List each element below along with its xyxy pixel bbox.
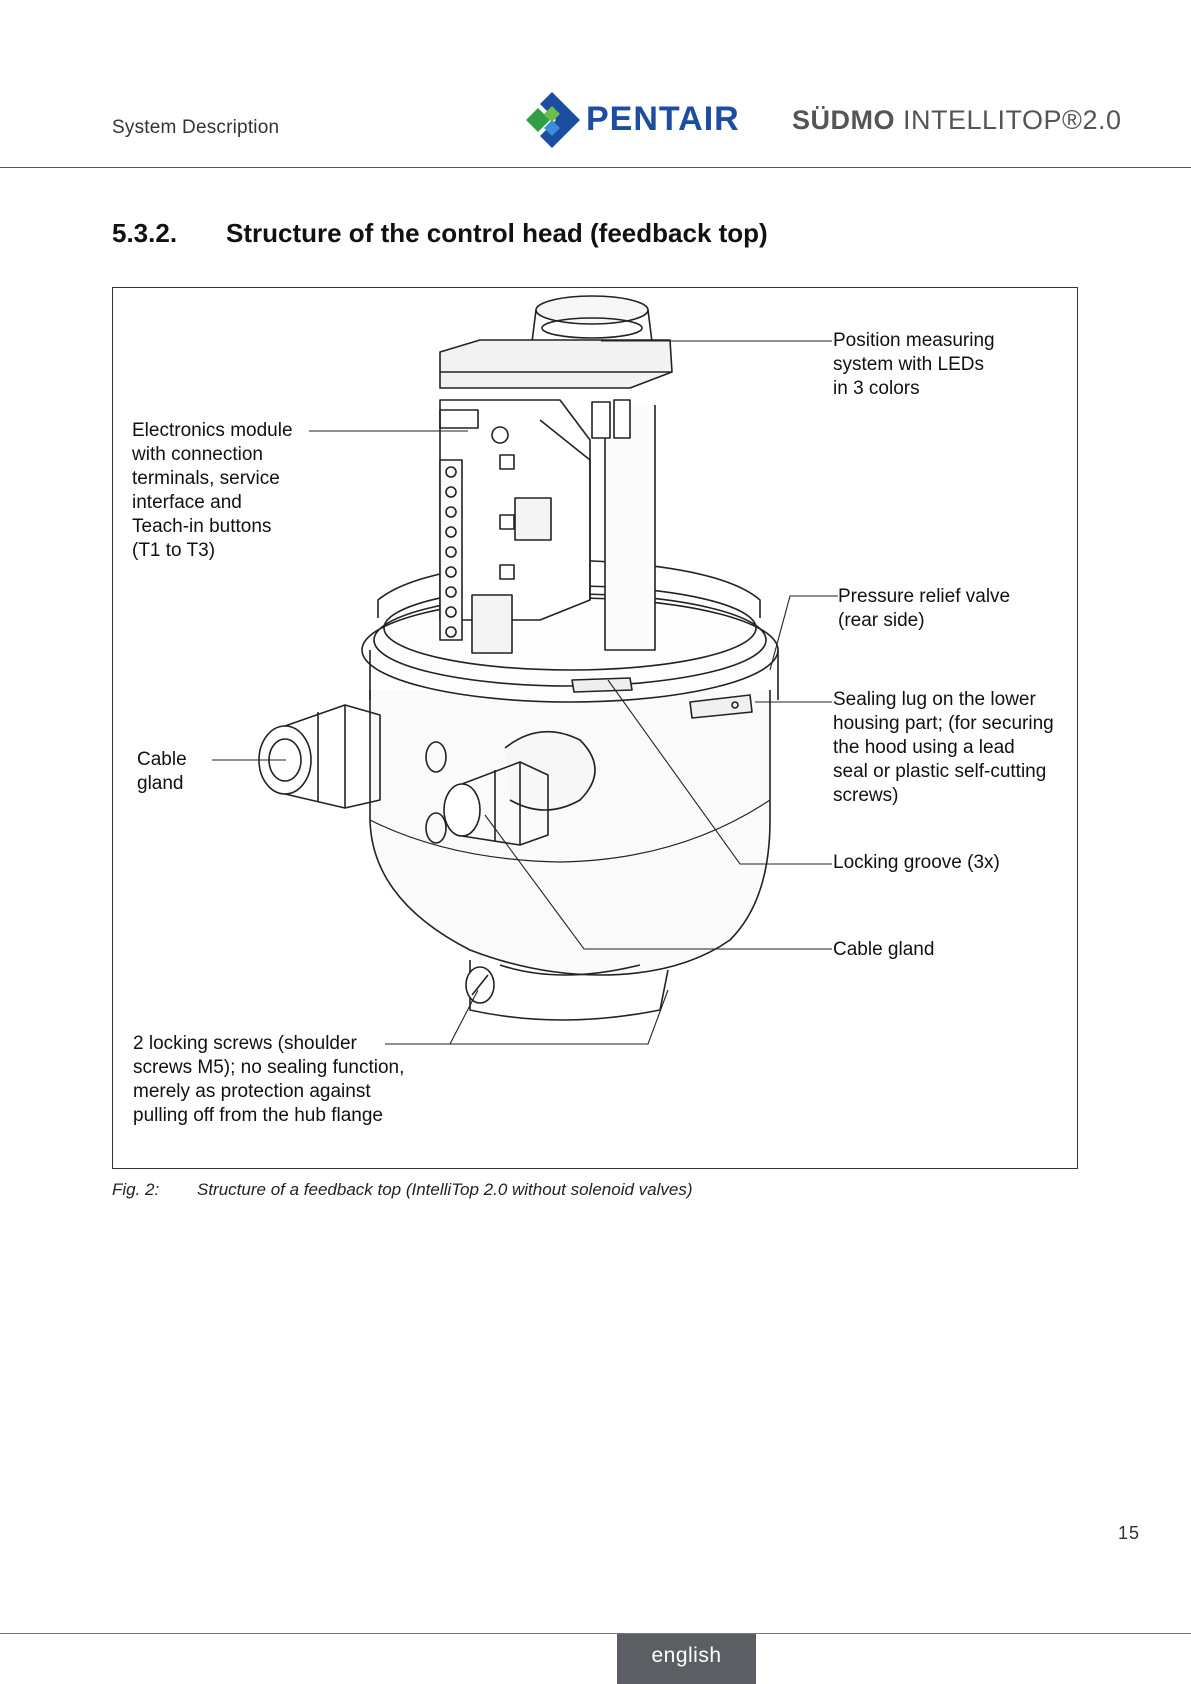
figure-caption-number: Fig. 2: (112, 1180, 160, 1199)
sealing-lug (689, 694, 753, 719)
terminal-screws (445, 466, 457, 638)
section-title: Structure of the control head (feedback … (226, 218, 768, 248)
product-name-bold: SÜDMO (792, 105, 895, 135)
footer-divider (0, 1633, 1191, 1634)
label-cable-gland-left: Cable gland (137, 749, 187, 794)
page-number: 15 (1118, 1523, 1141, 1543)
label-position-measuring: Position measuring system with LEDs in 3… (833, 330, 995, 399)
label-sealing-lug: Sealing lug on the lower housing part; (… (833, 689, 1054, 806)
running-header-section: System Description (112, 117, 280, 138)
feedback-cylinder (604, 405, 656, 651)
header-divider (0, 167, 1191, 168)
label-electronics-module: Electronics module with connection termi… (132, 420, 293, 561)
label-locking-groove: Locking groove (3x) (833, 852, 1000, 873)
section-number: 5.3.2. (112, 218, 178, 248)
pentair-logo-icon (526, 92, 580, 148)
label-cable-gland-right: Cable gland (833, 939, 935, 960)
product-name: SÜDMO INTELLITOP®2.0 (792, 105, 1121, 136)
pentair-logo-text: PENTAIR (586, 100, 740, 138)
housing-dome (369, 690, 771, 976)
figure-caption-text: Structure of a feedback top (IntelliTop … (197, 1180, 693, 1199)
label-pressure-relief: Pressure relief valve (rear side) (838, 586, 1011, 631)
hub-flange (465, 960, 669, 1021)
control-head-drawing (258, 295, 779, 1021)
label-locking-screws: 2 locking screws (shoulder screws M5); n… (133, 1033, 405, 1126)
cable-gland-front (443, 730, 596, 846)
language-tab: english (617, 1634, 756, 1684)
locking-groove (571, 677, 633, 693)
product-name-rest: INTELLITOP®2.0 (895, 105, 1122, 135)
leader-lines (212, 340, 838, 1045)
figure-frame (112, 287, 1078, 1169)
